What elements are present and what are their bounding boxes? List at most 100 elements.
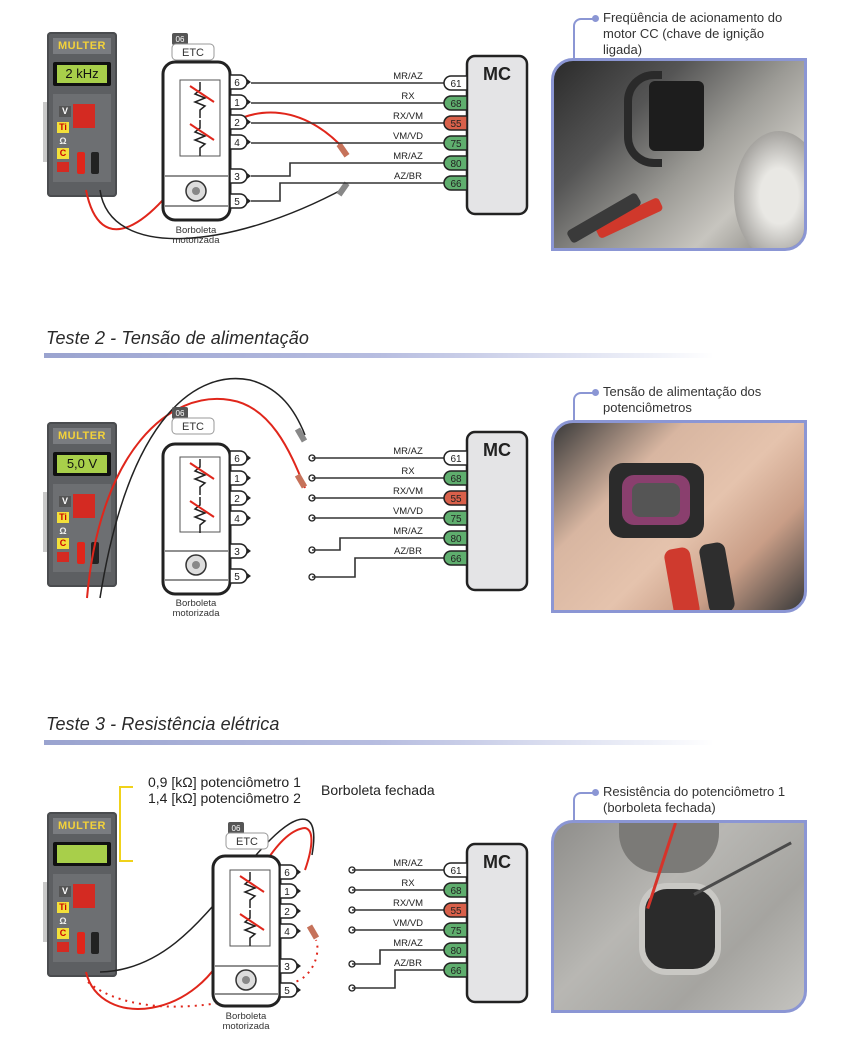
meter-brand: MULTER (53, 428, 111, 444)
wire-color-label: AZ/BR (394, 958, 422, 969)
etc-pin-1: 1 (229, 94, 251, 110)
etc-pin-number: 4 (234, 138, 240, 149)
etc-code-tag (228, 822, 244, 834)
meter-button-v: V (59, 106, 71, 117)
etc-pin-shape (279, 864, 298, 880)
etc-code: 06 (176, 409, 185, 418)
probe-tip-red-2 (306, 924, 320, 940)
section-title-teste-3: Teste 3 - Resistência elétrica (46, 714, 280, 734)
meter-red-block (73, 884, 95, 908)
photo-callout-line (573, 792, 597, 824)
mc-pin-number: 55 (450, 494, 462, 505)
meter-side-grip (43, 882, 47, 942)
photo-socket (639, 883, 721, 975)
mc-pin-tab (443, 942, 468, 958)
etc-pin-shape (229, 168, 248, 184)
photo-harness (624, 71, 662, 167)
wire-line (312, 537, 445, 551)
photo-caption-line-1: Resistência do potenciômetro 1 (603, 784, 786, 799)
etc-pin-5: 5 (229, 568, 251, 584)
mc-pin-number: 80 (450, 534, 462, 545)
mc-pin-number: 80 (450, 159, 462, 170)
photo-callout-dot (592, 389, 599, 396)
mc-pin-tab (443, 75, 468, 91)
pot-1-wiper (189, 85, 215, 103)
pot-1-resistor (192, 459, 208, 495)
etc-code-tag (172, 33, 188, 45)
photo-connector-face (632, 483, 680, 517)
etc-caption-2: motorizada (223, 1021, 271, 1032)
mc-pin-number: 66 (450, 554, 462, 565)
etc-pin-shape (279, 982, 298, 998)
meter-button-c: C (57, 538, 69, 549)
etc-caption-1: Borboleta (176, 225, 217, 236)
wire-color-label: MR/AZ (393, 526, 423, 537)
meter-control-panel: V Ti Ω C (53, 874, 111, 962)
wire-color-label: RX (401, 91, 415, 102)
wire-line (251, 182, 445, 202)
photo-caption-line-1: Freqüência de acionamento do (603, 10, 783, 25)
meter-side-grip (43, 102, 47, 162)
pot-2-resistor (192, 497, 208, 533)
meter-red-tag (57, 942, 69, 952)
mc-pin-tab (443, 530, 468, 546)
etc-pin-number: 6 (234, 78, 240, 89)
wire-color-label: VM/VD (393, 506, 423, 517)
etc-pin-3: 3 (229, 543, 251, 559)
etc-pin-number: 6 (234, 454, 240, 465)
mc-pin-number: 75 (450, 926, 462, 937)
resistance-readings: 0,9 [kΩ] potenciômetro 1 1,4 [kΩ] potenc… (148, 774, 301, 806)
etc-pin-shape (279, 903, 298, 919)
wire-color-label: MR/AZ (393, 151, 423, 162)
etc-pin-4: 4 (229, 510, 251, 526)
etc-label-box (225, 832, 269, 850)
wire-color-label: RX/VM (393, 486, 423, 497)
photo-callout-dot (592, 15, 599, 22)
probe-jack-black (91, 932, 99, 954)
probe-jack-black (91, 152, 99, 174)
photo-caption: Freqüência de acionamento do motor CC (c… (603, 10, 782, 58)
wire-line (251, 162, 445, 177)
multimeter: MULTER V Ti Ω C (43, 812, 117, 977)
mc-pin-tab (443, 115, 468, 131)
etc-pin-shape (279, 883, 298, 899)
mc-wire-80: 80 MR/AZ (308, 526, 468, 554)
etc-pin-shape (229, 490, 248, 506)
mc-label: MC (483, 440, 511, 460)
mc-pin-tab (443, 490, 468, 506)
photo-caption-line-2: (borboleta fechada) (603, 800, 716, 815)
etc-pin-number: 2 (234, 494, 240, 505)
mc-pin-number: 66 (450, 179, 462, 190)
etc-pin-number: 1 (234, 98, 240, 109)
etc-label: ETC (236, 836, 258, 848)
reading-pot-1: 0,9 [kΩ] potenciômetro 1 (148, 774, 301, 790)
pot-2-wiper (239, 913, 265, 931)
etc-pin-shape (229, 510, 248, 526)
etc-pin-3: 3 (279, 958, 301, 974)
wire-color-label: RX (401, 466, 415, 477)
mc-pin-number: 61 (450, 866, 462, 877)
wire-color-label: RX (401, 878, 415, 889)
etc-pin-4: 4 (229, 134, 251, 150)
mc-pin-number: 68 (450, 886, 462, 897)
meter-control-panel: V Ti Ω C (53, 94, 111, 182)
etc-pin-2: 2 (279, 903, 301, 919)
mc-pin-tab (443, 155, 468, 171)
etc-label-box (171, 43, 215, 61)
mc-wire-80: 80 MR/AZ (251, 151, 468, 177)
meter-button-c: C (57, 148, 69, 159)
pot-2-resistor (192, 120, 208, 156)
etc-pin-shape (229, 193, 248, 209)
mc-wire-55: 55 RX/VM (308, 486, 468, 506)
photo-caption-line-1: Tensão de alimentação dos (603, 384, 762, 399)
photo-caption: Resistência do potenciômetro 1 (borbolet… (603, 784, 785, 816)
meter-reading: 2 kHz (57, 65, 107, 83)
